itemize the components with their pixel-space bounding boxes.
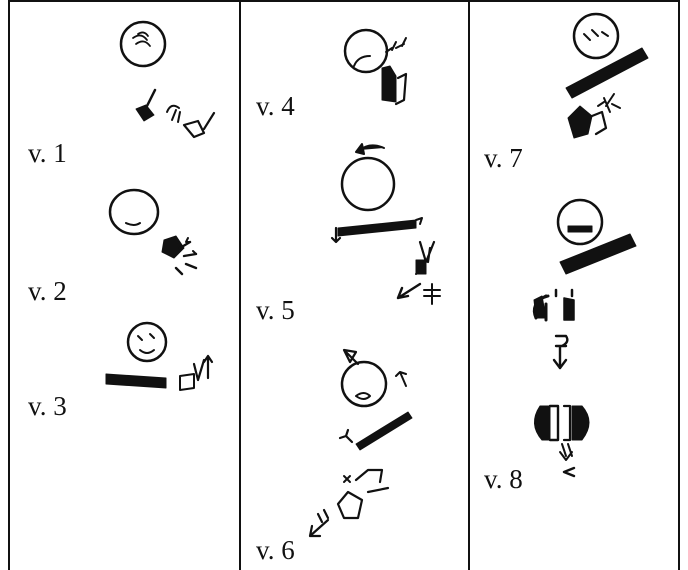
table-top-border xyxy=(8,0,680,2)
column-divider-2 xyxy=(468,0,470,570)
v5-symbol xyxy=(330,143,441,305)
label-v7: v. 7 xyxy=(484,143,523,173)
v8-symbol xyxy=(532,198,637,478)
v7-symbol xyxy=(565,12,649,139)
column-divider-1 xyxy=(239,0,241,570)
label-v1: v. 1 xyxy=(28,138,67,168)
v4-symbol xyxy=(343,28,408,106)
label-v2: v. 2 xyxy=(28,276,67,306)
label-v5: v. 5 xyxy=(256,295,295,325)
label-v8: v. 8 xyxy=(484,464,523,494)
v2-symbol xyxy=(108,188,198,276)
table-left-border xyxy=(8,0,10,570)
label-v4: v. 4 xyxy=(256,91,295,121)
table-right-border xyxy=(678,0,680,570)
label-v6: v. 6 xyxy=(256,535,295,565)
label-v3: v. 3 xyxy=(28,391,67,421)
v6-symbol xyxy=(308,348,413,538)
v3-symbol xyxy=(105,321,214,391)
v1-symbol xyxy=(119,20,216,139)
